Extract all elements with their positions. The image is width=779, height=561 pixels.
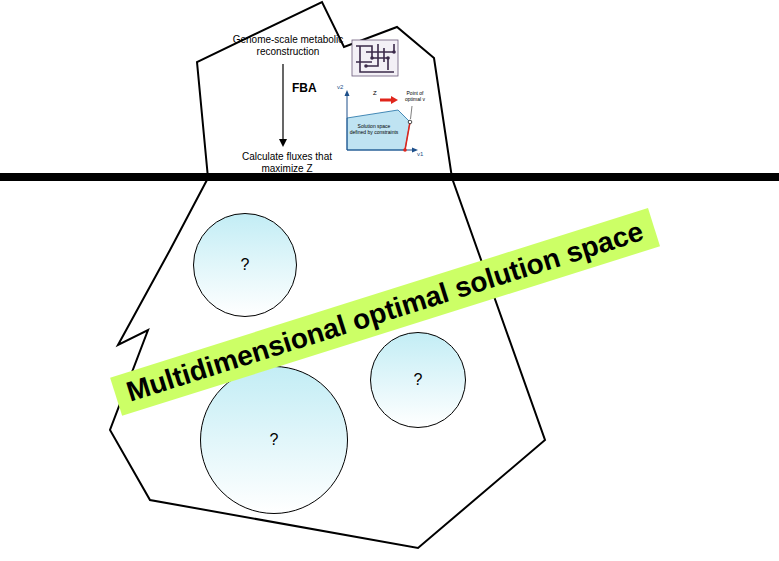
plot-label: v1 (417, 151, 423, 158)
plot-label: Solution space defined by constraints (349, 124, 399, 136)
step-text: Calculate fluxes that maximize Z (237, 151, 337, 174)
question-mark: ? (270, 431, 279, 449)
water-line (0, 173, 779, 181)
question-mark: ? (241, 256, 250, 274)
plot-label: Z (373, 90, 377, 97)
question-mark: ? (414, 371, 423, 389)
method-label: FBA (292, 82, 317, 96)
flow-arrow (282, 64, 283, 140)
network-image (352, 40, 398, 76)
flow-arrowhead (279, 139, 287, 147)
unknown-circle: ? (200, 366, 348, 514)
plot-label: v2 (337, 84, 343, 91)
step-text: Genome-scale metabolic reconstruction (223, 34, 353, 57)
unknown-circle: ? (370, 332, 466, 428)
unknown-circle: ? (193, 213, 297, 317)
plot-label: Point of optimal v (399, 91, 431, 103)
